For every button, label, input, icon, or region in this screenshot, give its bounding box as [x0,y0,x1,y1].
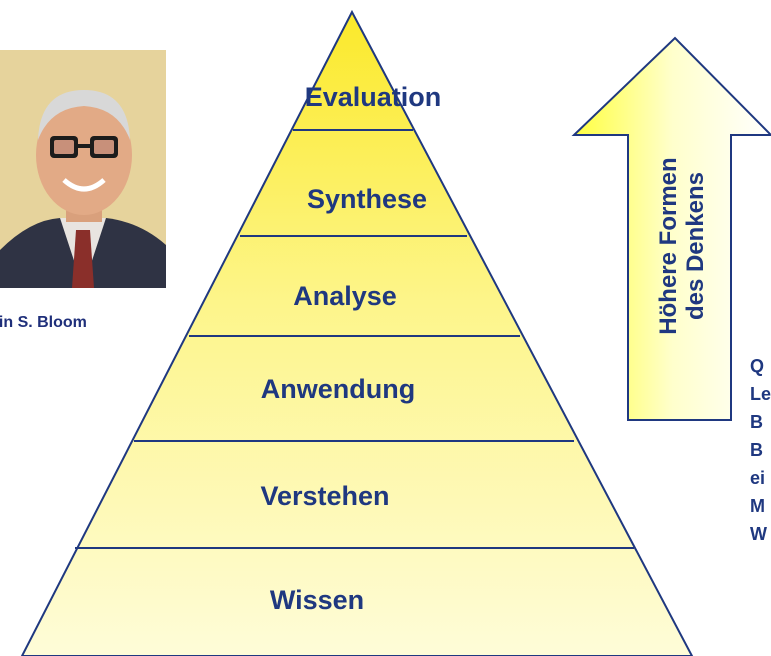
side-text-line: Q [750,356,765,376]
side-text-line: Le [750,384,771,404]
level-label-verstehen: Verstehen [260,481,390,511]
pyramid-shape [20,9,694,656]
side-text-line: ei [750,468,766,488]
portrait-photo [0,50,166,288]
photo-caption: ain S. Bloom [0,314,87,331]
side-text-line: B [750,412,763,432]
level-label-anwendung: Anwendung [260,374,416,404]
level-label-wissen: Wissen [269,585,365,615]
side-text: Q Le B B ei M W [750,352,771,548]
level-label-evaluation: Evaluation [304,82,442,112]
level-label-analyse: Analyse [293,281,397,311]
side-text-line: M [750,496,765,516]
side-text-line: B [750,440,763,460]
arrow-label: Höhere Formen des Denkens [655,157,709,334]
side-text-line: W [750,524,767,544]
arrow-label-line2: des Denkens [682,171,709,321]
arrow-label-line1: Höhere Formen [655,157,682,335]
upward-arrow [571,36,771,421]
level-label-synthese: Synthese [306,184,428,214]
